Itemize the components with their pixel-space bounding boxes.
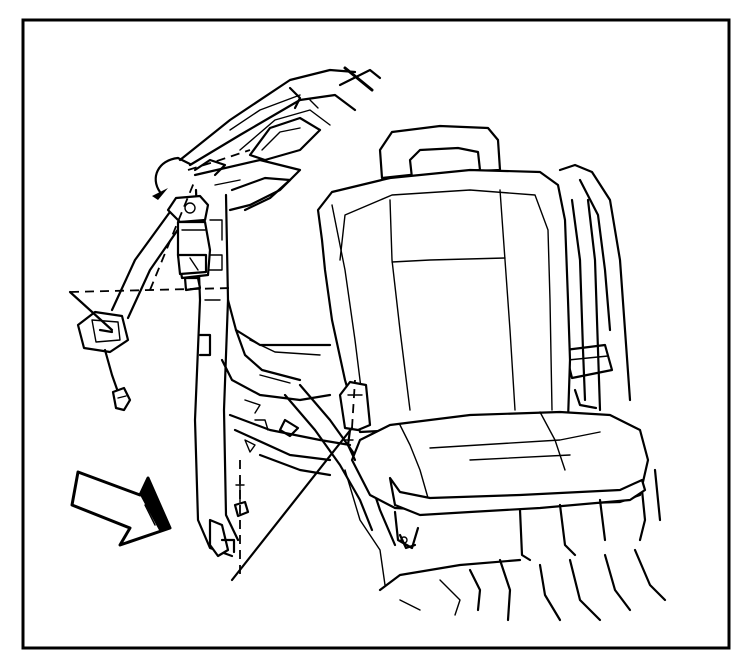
rotation-arrow-icon: [152, 156, 192, 200]
forward-direction-arrow-icon: [70, 470, 172, 547]
figure-border: [21, 18, 731, 650]
callout-lines: [68, 149, 356, 582]
rear-seat: [316, 124, 650, 562]
